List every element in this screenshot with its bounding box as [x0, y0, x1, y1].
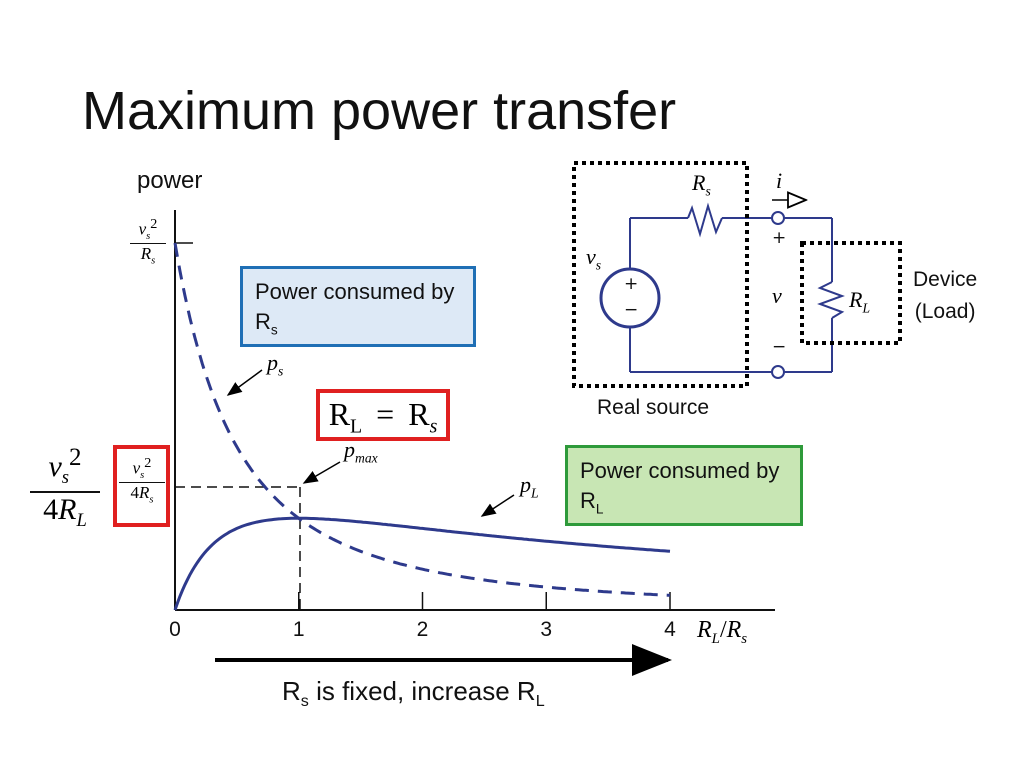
real-source-label: Real source — [597, 396, 710, 419]
current-label: i — [776, 168, 783, 193]
y-tick-mid-label: vs2 4Rs — [119, 455, 165, 505]
x-tick-label-0: 0 — [169, 618, 181, 641]
source-voltage-label: vs — [586, 244, 602, 273]
max-power-formula: vs2 4RL — [30, 444, 100, 532]
x-tick-label-3: 3 — [540, 618, 553, 641]
pl-curve-label: pL — [520, 472, 539, 501]
series-pl-line — [173, 516, 671, 611]
x-ticks — [298, 592, 671, 610]
rl-resistor-label: RL — [849, 287, 871, 316]
rl-equals-rs-box: RL = Rs — [316, 389, 450, 441]
y-axis-label: power — [137, 167, 203, 194]
data-point-ps-1 — [204, 373, 208, 377]
x-tick-label-2: 2 — [416, 618, 429, 641]
terminal-minus-sign: − — [772, 337, 787, 357]
series-ps-line — [173, 242, 671, 597]
power-consumed-by-rs-box: Power consumed by Rs — [240, 266, 476, 347]
y-tick-top-label: vs2 Rs — [130, 216, 166, 266]
rs-resistor-label: Rs — [692, 170, 711, 199]
load-box — [800, 241, 902, 345]
terminal-plus-sign: + — [772, 228, 787, 248]
page-title: Maximum power transfer — [82, 81, 677, 141]
highlight-box-ytick — [113, 445, 170, 527]
power-consumed-by-rl-box: Power consumed by RL — [565, 445, 803, 526]
x-tick-label-1: 1 — [292, 618, 305, 641]
source-minus-sign: − — [624, 300, 639, 320]
bottom-caption: Rs is fixed, increase RL — [282, 676, 545, 711]
real-source-box — [572, 161, 749, 388]
pmax-label-arrow — [302, 461, 341, 484]
ps-curve-label: ps — [267, 350, 284, 379]
source-plus-sign: + — [624, 274, 639, 294]
data-point-ps-8 — [544, 585, 548, 589]
ps-label-arrow — [226, 369, 263, 396]
x-axis-label: RL/Rs — [697, 617, 748, 647]
x-tick-label-4: 4 — [664, 618, 676, 641]
load-voltage-label: v — [772, 283, 782, 308]
device-label: Device (Load) — [913, 268, 978, 323]
pmax-label: pmax — [344, 437, 378, 466]
pl-label-arrow — [480, 494, 515, 517]
